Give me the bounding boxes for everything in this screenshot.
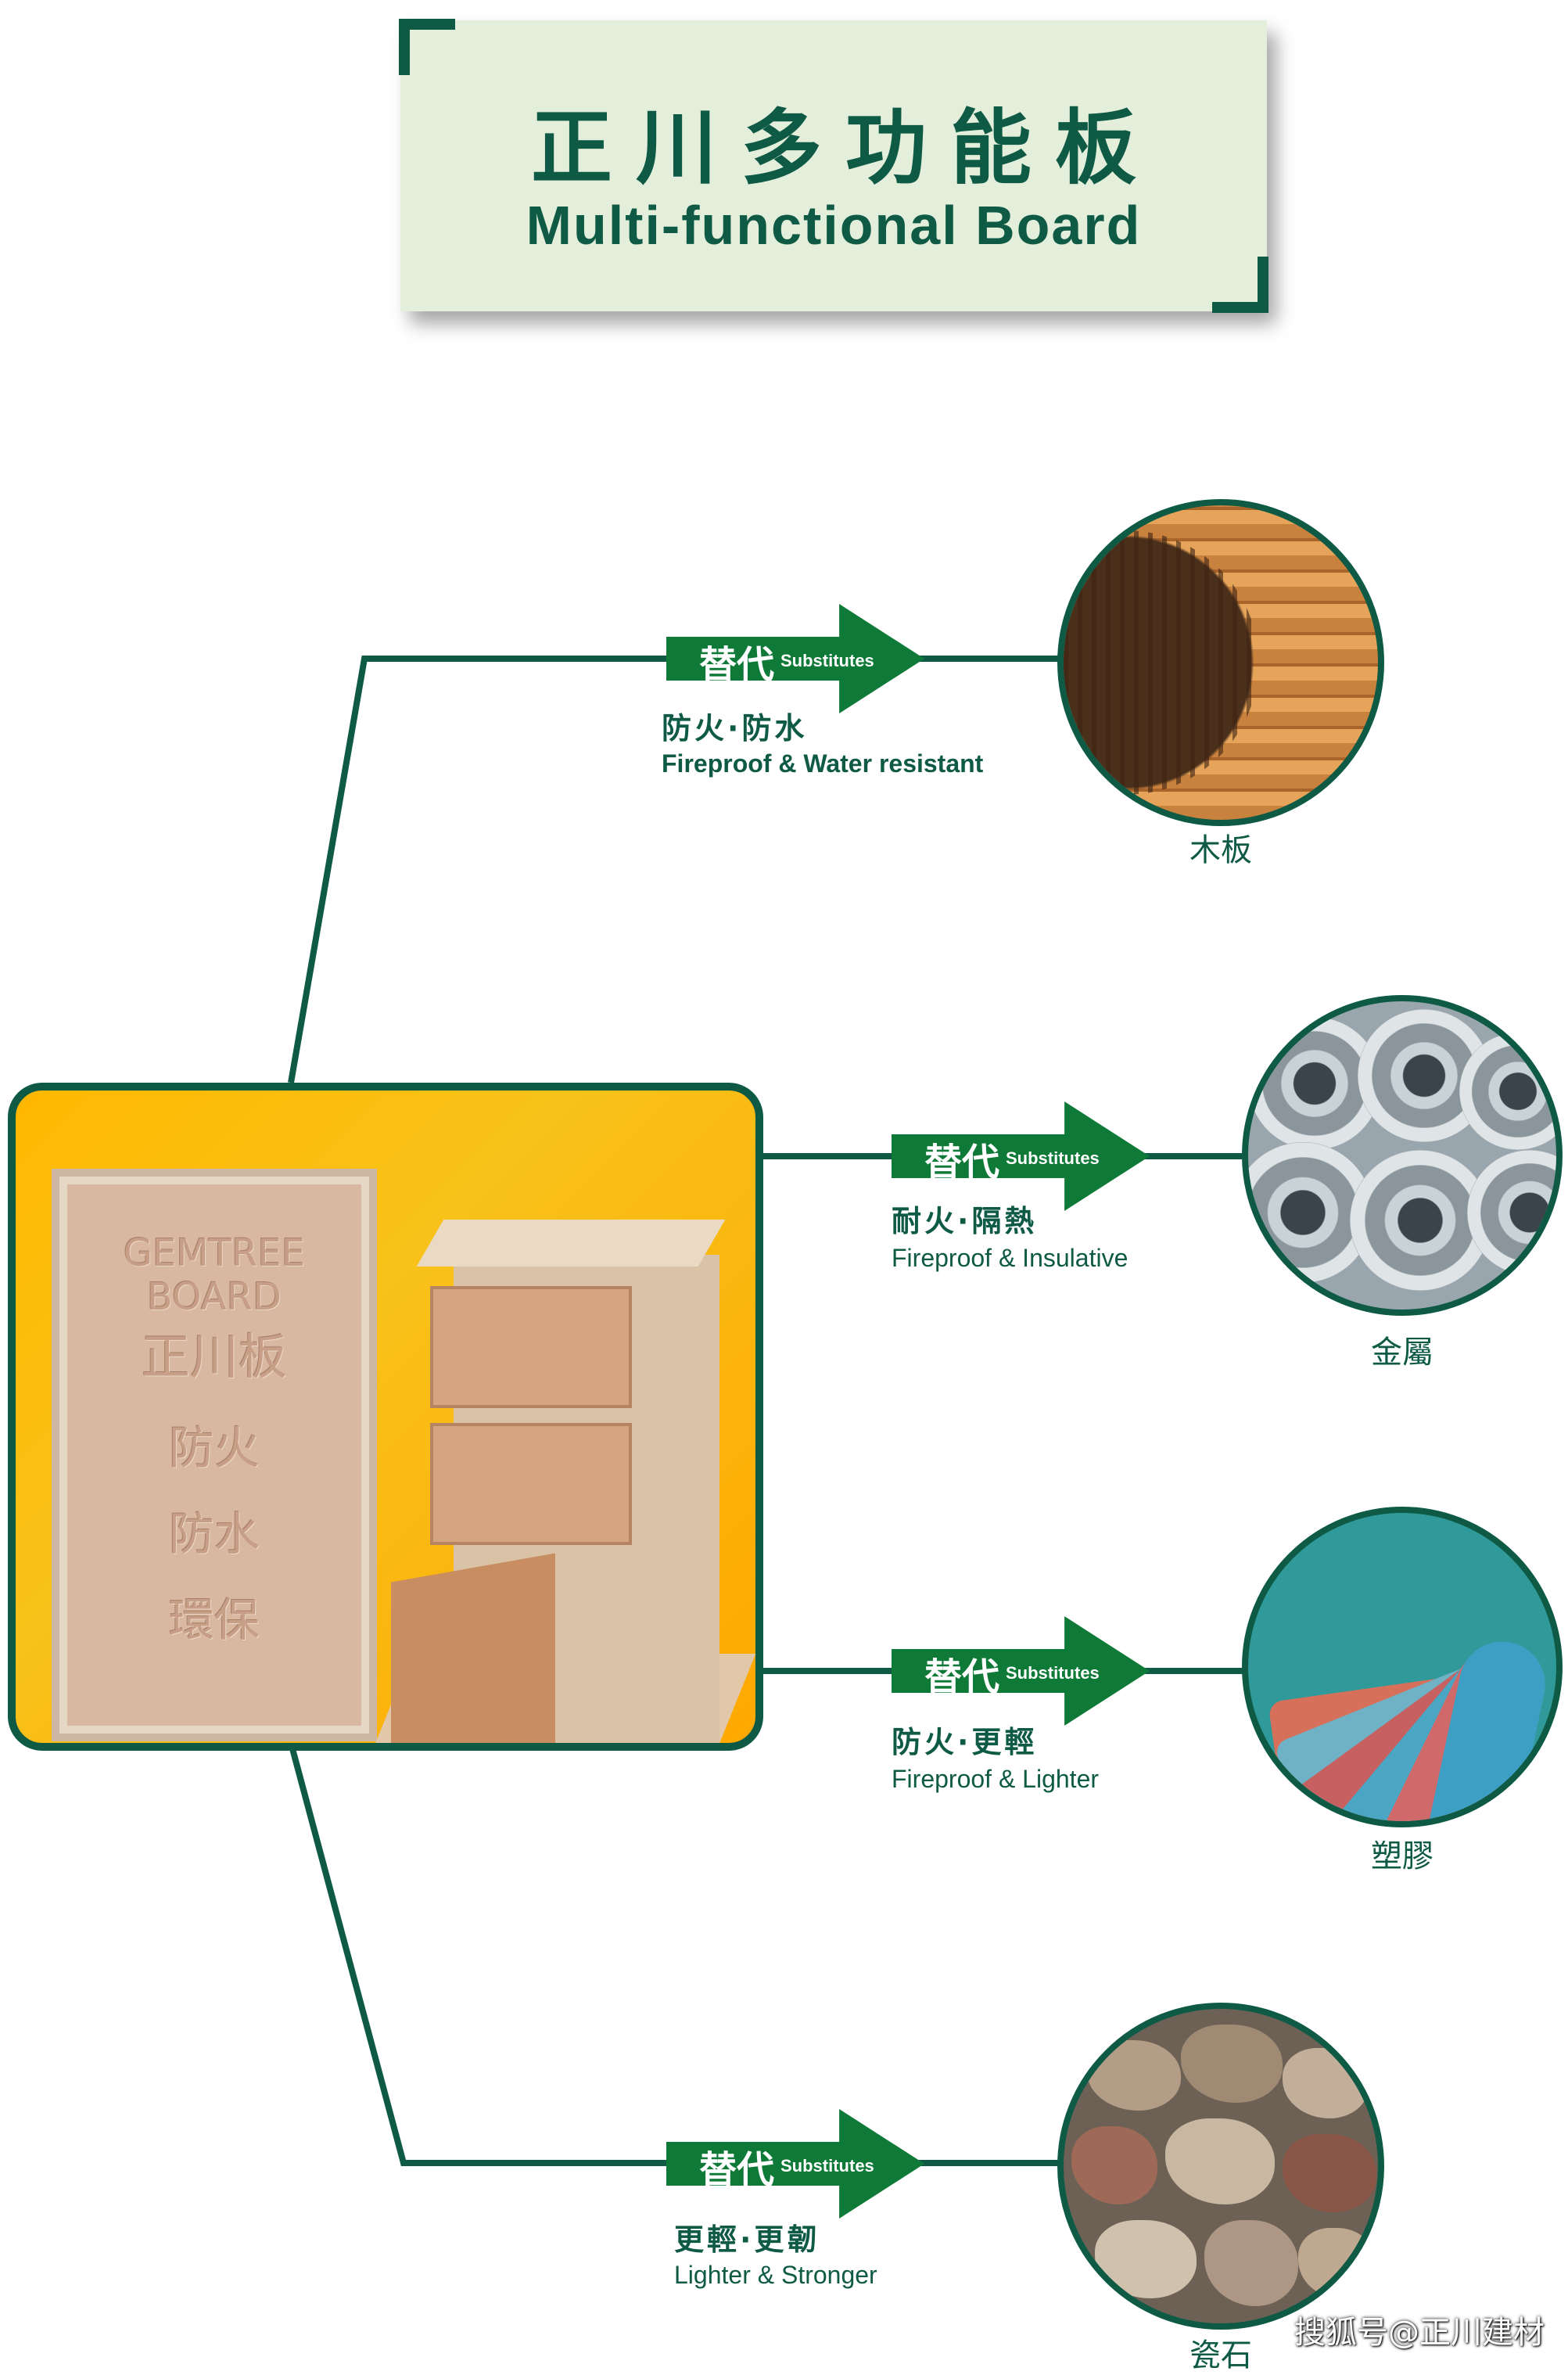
cabinet-top [416, 1220, 726, 1267]
branch-label-cn-metal: 耐火·隔熱 [892, 1204, 1038, 1238]
board-engraving-waterproof: 防水 [168, 1507, 260, 1561]
arrow-label-cn: 替代 [924, 1141, 1000, 1184]
board-engraving-brand: GEMTREE BOARD [123, 1231, 306, 1319]
branch-label-en-wood: Fireproof & Water resistant [662, 749, 984, 778]
title-chinese: 正川多功能板 [530, 100, 1160, 196]
title-banner: 正川多功能板 Multi-functional Board [399, 19, 1268, 313]
cabinet-drawer-middle [430, 1423, 632, 1545]
title-english: Multi-functional Board [526, 195, 1142, 256]
material-label-plastic: 塑膠 [1371, 1838, 1433, 1874]
stone-rock [1087, 2040, 1181, 2111]
stone-rock [1204, 2220, 1298, 2306]
branch-label-en-metal: Fireproof & Insulative [892, 1244, 1128, 1272]
board-engraving-fireproof: 防火 [168, 1421, 260, 1475]
branch-label-cn-stone: 更輕·更韌 [674, 2222, 820, 2257]
branch-label-en-stone: Lighter & Stronger [674, 2261, 877, 2289]
wood-photo [1057, 499, 1384, 826]
board-engraving-name: 正川板 [141, 1328, 287, 1385]
stone-rock [1095, 2220, 1197, 2298]
cabinet-door [391, 1553, 555, 1743]
metal-coil [1467, 1150, 1556, 1275]
arrow-label-cn: 替代 [699, 643, 775, 687]
metal-photo [1242, 995, 1563, 1316]
arrow-label-cn: 替代 [699, 2148, 775, 2192]
branch-label-cn-wood: 防火·防水 [662, 711, 808, 746]
stone-rock [1181, 2025, 1283, 2103]
arrow-label-en: Substitutes [780, 2156, 874, 2176]
arrow-label-en: Substitutes [780, 651, 874, 670]
branch-label-en-plastic: Fireproof & Lighter [892, 1765, 1100, 1793]
stone-rock [1283, 2048, 1369, 2118]
plastic-photo [1242, 1507, 1563, 1827]
banner-corner-top-left [399, 19, 455, 75]
gemtree-board-panel: GEMTREE BOARD 正川板 防火 防水 環保 [52, 1169, 377, 1741]
material-label-stone: 瓷石 [1189, 2337, 1252, 2373]
product-photo: GEMTREE BOARD 正川板 防火 防水 環保 [8, 1083, 763, 1751]
material-label-wood: 木板 [1189, 832, 1252, 868]
branch-label-cn-plastic: 防火·更輕 [892, 1725, 1038, 1759]
arrow-label-en: Substitutes [1006, 1148, 1100, 1168]
stone-rock [1298, 2228, 1376, 2298]
stone-rock [1165, 2118, 1275, 2204]
metal-coil [1459, 1033, 1556, 1150]
stone-rock [1071, 2126, 1157, 2204]
stone-rock [1283, 2134, 1376, 2212]
board-engraving-eco: 環保 [168, 1594, 260, 1647]
arrow-label-en: Substitutes [1006, 1663, 1100, 1683]
stone-photo [1057, 2003, 1384, 2330]
connector-line-stone [288, 1741, 1060, 2166]
watermark: 搜狐号@正川建材 [1294, 2315, 1545, 2351]
banner-corner-bottom-right [1212, 257, 1268, 313]
cabinet-drawer-top [430, 1286, 632, 1408]
material-label-metal: 金屬 [1371, 1335, 1433, 1371]
arrow-label-cn: 替代 [924, 1655, 1000, 1699]
